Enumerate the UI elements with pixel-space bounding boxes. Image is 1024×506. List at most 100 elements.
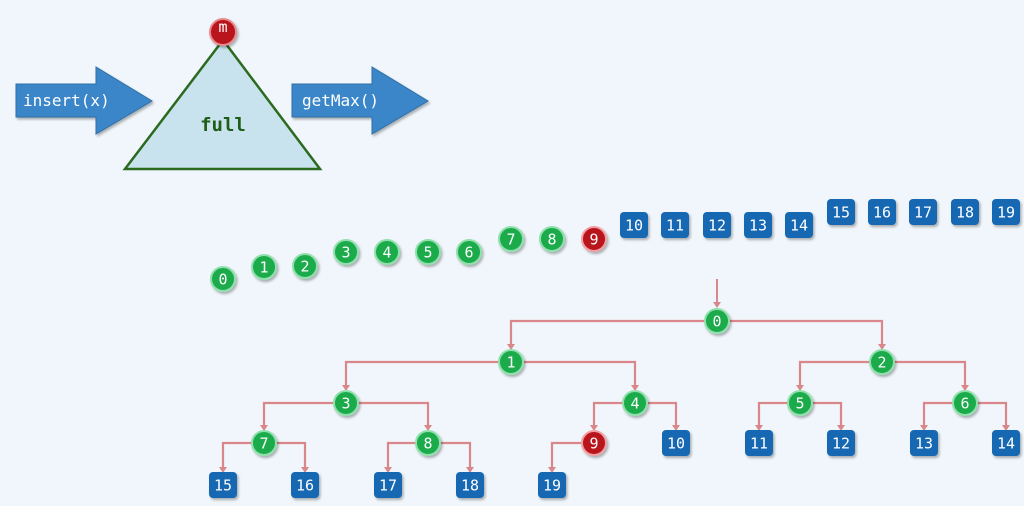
tree-node-16: 16 — [291, 472, 319, 498]
tree-node-4: 4 — [622, 390, 648, 416]
array-cell-0-label: 0 — [218, 271, 227, 289]
tree-node-14-label: 14 — [997, 435, 1015, 453]
edge-arrowhead-icon — [384, 467, 392, 473]
tree-edge — [635, 401, 678, 427]
array-cell-3: 3 — [333, 239, 359, 265]
tree-node-9-label: 9 — [589, 435, 598, 453]
tree-edge — [800, 401, 843, 427]
insert-label: insert(x) — [23, 91, 110, 110]
tree-edge — [509, 319, 717, 346]
edge-arrowhead-icon — [301, 467, 309, 473]
array-cell-5: 5 — [415, 239, 441, 265]
array-cell-4-label: 4 — [382, 244, 391, 262]
array-cell-1: 1 — [251, 254, 277, 280]
edge-arrowhead-icon — [219, 467, 227, 473]
max-marker-label: m — [218, 18, 228, 36]
array-cell-1-label: 1 — [259, 259, 268, 277]
tree-node-19-box — [538, 472, 566, 498]
tree-node-15: 15 — [209, 472, 237, 498]
tree-node-11-box — [745, 430, 773, 456]
tree-node-1: 1 — [498, 349, 524, 375]
tree-edge — [717, 319, 884, 346]
tree-edge — [965, 401, 1008, 427]
edge-arrowhead-icon — [631, 385, 639, 391]
array-cell-16-label: 16 — [873, 204, 891, 222]
tree-node-6-label: 6 — [960, 395, 969, 413]
array-cell-7-label: 7 — [506, 231, 515, 249]
edge-arrowhead-icon — [466, 467, 474, 473]
tree-edge — [511, 360, 637, 387]
array-cell-17: 17 — [909, 199, 937, 225]
tree-edge — [428, 441, 472, 469]
array-cell-2-circle — [292, 253, 318, 279]
tree-node-0-label: 0 — [712, 313, 721, 331]
array-cell-12-label: 12 — [708, 217, 726, 235]
tree-node-16-box — [291, 472, 319, 498]
tree-node-13-box — [910, 430, 938, 456]
tree-node-2-label: 2 — [877, 354, 886, 372]
array-cell-11-label: 11 — [666, 217, 684, 235]
edge-arrowhead-icon — [837, 425, 845, 431]
tree-node-11-label: 11 — [750, 435, 768, 453]
array-cell-13: 13 — [744, 212, 772, 238]
insert-arrow-icon — [15, 66, 153, 135]
heap-triangle-icon — [122, 37, 323, 171]
tree-edge — [264, 441, 307, 469]
tree-edge — [221, 441, 264, 469]
max-marker-icon — [209, 18, 237, 46]
tree-node-10-label: 10 — [667, 435, 685, 453]
edge-arrowhead-icon — [878, 344, 886, 350]
tree-node-0-circle — [704, 308, 730, 334]
array-cell-8: 8 — [539, 226, 565, 252]
tree-node-5-label: 5 — [795, 395, 804, 413]
array-cell-14-label: 14 — [790, 217, 808, 235]
tree-edge — [757, 401, 800, 427]
edge-arrowhead-icon — [590, 425, 598, 431]
getmax-arrow-icon — [291, 66, 429, 135]
tree-edge — [798, 360, 882, 387]
tree-edge — [386, 441, 428, 469]
tree-node-18-box — [456, 472, 484, 498]
tree-node-17: 17 — [374, 472, 402, 498]
tree-node-12: 12 — [827, 430, 855, 456]
tree-node-15-box — [209, 472, 237, 498]
tree-node-4-label: 4 — [630, 395, 639, 413]
array-cell-1-circle — [251, 254, 277, 280]
tree-node-11: 11 — [745, 430, 773, 456]
array-cell-10-label: 10 — [625, 217, 643, 235]
array-cell-19-label: 19 — [997, 204, 1015, 222]
array-cell-8-label: 8 — [547, 231, 556, 249]
tree-node-2-circle — [869, 349, 895, 375]
array-cell-16-box — [868, 199, 896, 225]
edge-arrowhead-icon — [548, 467, 556, 473]
tree-node-13-label: 13 — [915, 435, 933, 453]
array-cell-2-label: 2 — [300, 258, 309, 276]
array-cell-14: 14 — [785, 212, 813, 238]
array-cell-14-box — [785, 212, 813, 238]
tree-node-12-box — [827, 430, 855, 456]
tree-edges — [219, 279, 1010, 473]
tree-node-8-circle — [415, 430, 441, 456]
array-cell-13-box — [744, 212, 772, 238]
array-cell-19: 19 — [992, 199, 1020, 225]
tree-node-2: 2 — [869, 349, 895, 375]
array-cell-0: 0 — [210, 266, 236, 292]
array-cell-16: 16 — [868, 199, 896, 225]
array-cell-18-label: 18 — [956, 204, 974, 222]
array-cell-5-label: 5 — [423, 244, 432, 262]
edge-arrowhead-icon — [796, 385, 804, 391]
array-cell-2: 2 — [292, 253, 318, 279]
tree-node-5: 5 — [787, 390, 813, 416]
array-cell-9: 9 — [581, 226, 607, 252]
array-cell-3-circle — [333, 239, 359, 265]
array-cell-12-box — [703, 212, 731, 238]
tree-edge — [592, 401, 635, 427]
tree-node-10: 10 — [662, 430, 690, 456]
tree-node-18: 18 — [456, 472, 484, 498]
array-cell-7-circle — [498, 226, 524, 252]
tree-node-19: 19 — [538, 472, 566, 498]
tree-edge — [344, 360, 511, 387]
